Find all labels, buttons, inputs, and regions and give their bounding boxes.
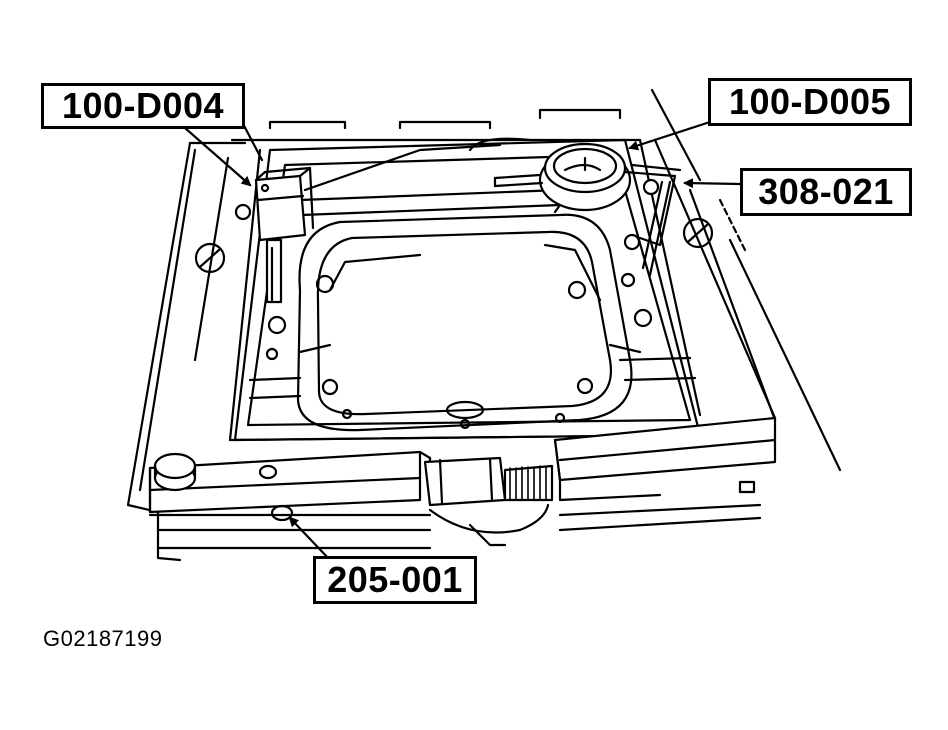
front-bar-assembly — [150, 418, 775, 545]
callout-205-001: 205-001 — [313, 556, 477, 604]
leader-205-001 — [288, 516, 330, 560]
leader-308-021 — [683, 178, 740, 189]
leader-100-d004 — [185, 128, 252, 187]
dial-indicator — [495, 144, 630, 212]
block-opening — [298, 215, 640, 430]
callout-100-d005: 100-D005 — [708, 78, 912, 126]
sensor-bracket-left — [256, 168, 313, 302]
figure-id: G02187199 — [43, 626, 163, 651]
top-rail-marks — [240, 90, 840, 470]
frame-screws — [196, 205, 712, 359]
leader-100-d005 — [628, 122, 710, 151]
callout-308-021: 308-021 — [740, 168, 912, 216]
callout-100-d004: 100-D004 — [41, 83, 245, 129]
indicator-holder — [625, 165, 680, 275]
